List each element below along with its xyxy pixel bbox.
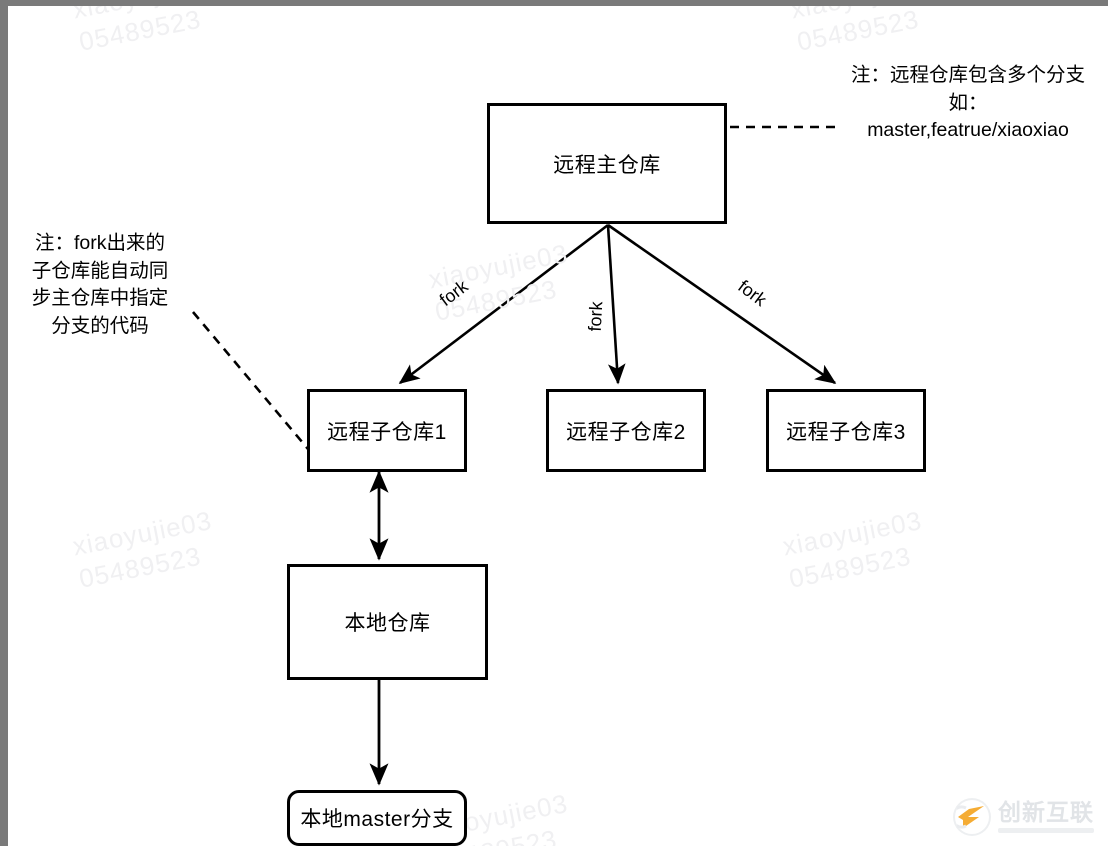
edge-label-fork-middle: fork bbox=[584, 300, 607, 332]
node-label: 远程子仓库2 bbox=[566, 420, 686, 444]
leader-left-note bbox=[192, 311, 309, 450]
note-fork-sync: 注：fork出来的 子仓库能自动同 步主仓库中指定 分支的代码 bbox=[31, 232, 169, 338]
node-label: 远程主仓库 bbox=[553, 153, 661, 177]
node-label: 本地仓库 bbox=[344, 612, 431, 635]
node-remote-sub-repo-2[interactable]: 远程子仓库2 bbox=[546, 389, 706, 472]
node-remote-sub-repo-1[interactable]: 远程子仓库1 bbox=[307, 389, 467, 472]
logo-subtitle-bar bbox=[998, 828, 1094, 833]
node-label: 本地master分支 bbox=[300, 808, 454, 831]
brand-logo: 创新互联 bbox=[953, 798, 1094, 836]
watermark: xiaoyujie03 05489523 bbox=[780, 504, 931, 595]
node-label: 远程子仓库3 bbox=[786, 420, 906, 444]
watermark: xiaoyujie03 05489523 bbox=[70, 504, 221, 595]
watermark: xiaoyujie03 05489523 bbox=[426, 237, 577, 328]
node-local-master-branch[interactable]: 本地master分支 bbox=[287, 790, 467, 846]
edge-fork-sub3 bbox=[607, 223, 837, 385]
node-local-repo[interactable]: 本地仓库 bbox=[287, 564, 488, 680]
logo-text: 创新互联 bbox=[998, 801, 1094, 833]
watermark: xiaoyujie03 05489523 bbox=[70, 6, 221, 58]
logo-name: 创新互联 bbox=[998, 799, 1094, 825]
swoosh-icon bbox=[957, 805, 984, 829]
node-label: 远程子仓库1 bbox=[327, 420, 447, 444]
edge-label-fork-right: fork bbox=[734, 276, 771, 311]
diagram-canvas: xiaoyujie03 05489523 xiaoyujie03 0548952… bbox=[8, 6, 1108, 846]
node-remote-main-repo[interactable]: 远程主仓库 bbox=[487, 103, 727, 224]
edge-fork-sub2 bbox=[606, 224, 626, 385]
note-remote-branches: 注：远程仓库包含多个分支如： master,featrue/xiaoxiao bbox=[850, 64, 1085, 142]
logo-mark-icon bbox=[953, 798, 991, 836]
watermark: xiaoyujie03 05489523 bbox=[788, 6, 939, 58]
node-remote-sub-repo-3[interactable]: 远程子仓库3 bbox=[766, 389, 926, 472]
